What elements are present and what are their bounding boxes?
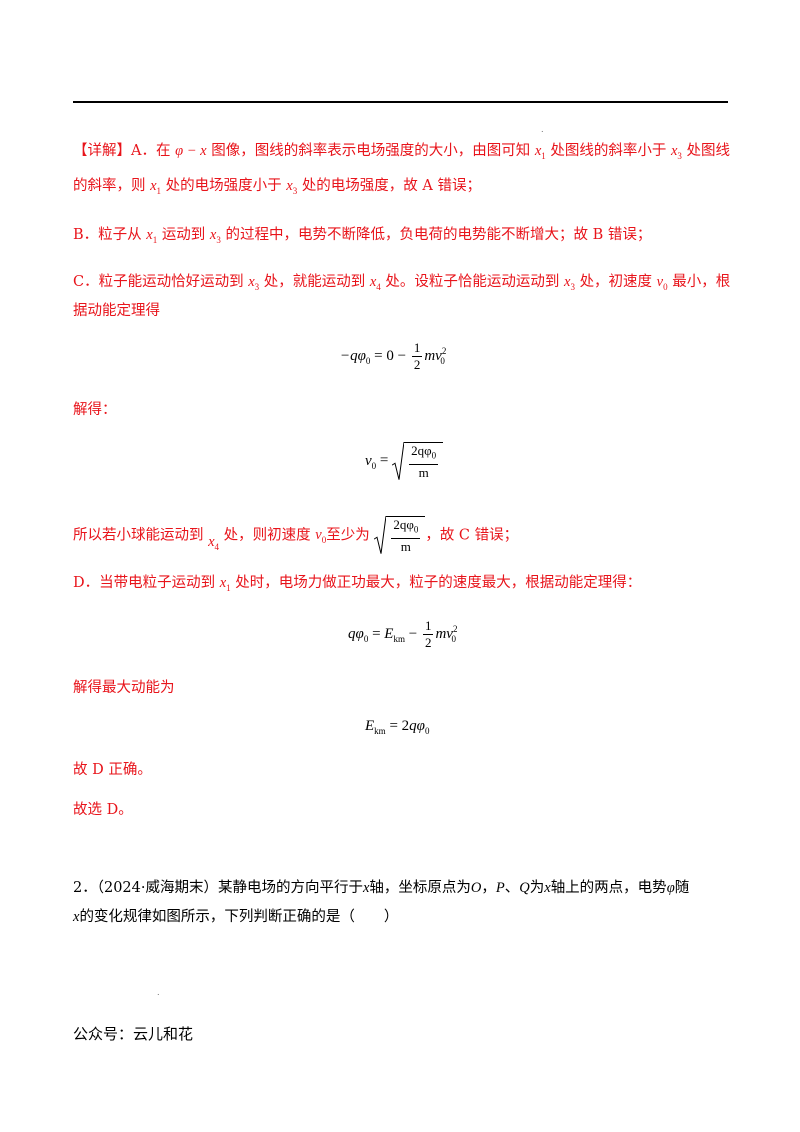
q-symbol: Q	[519, 880, 530, 896]
equation-ekm: Ekm = 2qφ0	[365, 718, 430, 736]
header-rule	[73, 101, 728, 103]
text: 处，则初速度	[223, 527, 311, 544]
x-symbol: x	[362, 880, 370, 896]
text: 轴，坐标原点为	[369, 880, 471, 896]
text: 、	[504, 880, 520, 896]
x-symbol: x	[544, 880, 551, 896]
x4-symbol: x4	[208, 534, 220, 553]
d-correct: 故 D 正确。	[73, 762, 152, 778]
answer-line-b: B．粒子从 x1 运动到 x3 的过程中，电势不断降低，负电荷的电势能不断增大；…	[73, 225, 651, 250]
text: 处。设粒子恰能运动运动到	[385, 274, 560, 290]
text: 图像，图线的斜率表示电场强度的大小，由图可知	[211, 143, 531, 159]
text: 处，就能运动到	[263, 274, 366, 290]
text: 随	[674, 880, 690, 896]
x1-symbol: x1	[219, 575, 231, 593]
text: 为	[529, 880, 545, 896]
text: D．当带电粒子运动到	[73, 575, 216, 591]
detail-label: 【详解】	[73, 143, 131, 159]
x3-symbol: x3	[286, 178, 298, 196]
text: 的斜率，则	[73, 178, 146, 194]
text: 运动到	[161, 227, 206, 243]
text: 处图线的斜率小于	[550, 143, 667, 159]
answer-line-c2: 据动能定理得	[73, 303, 160, 319]
text: 处的电场强度，故 A 错误；	[301, 178, 482, 194]
text: 最小，根	[672, 274, 731, 290]
x3-symbol: x3	[564, 274, 575, 292]
footer-text: 公众号：云儿和花	[73, 1025, 194, 1043]
x1-symbol: x1	[534, 143, 546, 161]
text: ，	[481, 880, 496, 896]
x1-symbol: x1	[146, 227, 158, 245]
x-symbol: x	[73, 909, 80, 925]
text: 处的电场强度小于	[165, 178, 282, 194]
x4-symbol: x4	[369, 274, 381, 292]
x3-symbol: x3	[248, 274, 260, 292]
p-symbol: P	[495, 880, 505, 896]
text: 的过程中，电势不断降低，负电荷的电势能不断增大；故 B 错误；	[225, 227, 652, 243]
v0-symbol: v0	[315, 527, 327, 546]
text: A．在	[131, 143, 171, 159]
x3-symbol: x3	[670, 143, 682, 161]
text: ，故 C 错误；	[425, 527, 519, 544]
question-2-line1: 2．（2024·威海期末）某静电场的方向平行于x轴，坐标原点为O，P、Q为x轴上…	[73, 878, 689, 898]
max-ke-label: 解得最大动能为	[73, 680, 175, 696]
answer-line-a1: 【详解】A．在 φ − x 图像，图线的斜率表示电场强度的大小，由图可知 x1 …	[73, 141, 730, 166]
o-symbol: O	[470, 880, 482, 896]
text: C．粒子能运动恰好运动到	[73, 274, 244, 290]
text: 轴上的两点，电势	[550, 880, 667, 896]
text: 至少为	[326, 527, 370, 544]
stray-dot: .	[541, 125, 544, 134]
text: 处时，电场力做正功最大，粒子的速度最大，根据动能定理得：	[235, 575, 642, 591]
text: 的变化规律如图所示，下列判断正确的是（ ）	[79, 909, 399, 925]
v0-symbol: v0	[656, 274, 668, 292]
text: 处图线	[686, 143, 731, 159]
phi-x-expr: φ − x	[175, 143, 207, 159]
text: 所以若小球能运动到	[73, 527, 204, 544]
text: 处，初速度	[579, 274, 653, 290]
answer-line-a2: 的斜率，则 x1 处的电场强度小于 x3 处的电场强度，故 A 错误；	[73, 176, 481, 201]
x1-symbol: x1	[150, 178, 162, 196]
question-2-line2: x的变化规律如图所示，下列判断正确的是（ ）	[73, 907, 398, 927]
answer-line-c1: C．粒子能运动恰好运动到 x3 处，就能运动到 x4 处。设粒子恰能运动运动到 …	[73, 272, 730, 297]
x3-symbol: x3	[209, 227, 221, 245]
solve-label: 解得：	[73, 402, 117, 418]
answer-line-d: D．当带电粒子运动到 x1 处时，电场力做正功最大，粒子的速度最大，根据动能定理…	[73, 573, 641, 598]
choose-answer: 故选 D。	[73, 802, 133, 818]
stray-dot: .	[157, 988, 160, 997]
text: B．粒子从	[73, 227, 142, 243]
text: 2．（2024·威海期末）某静电场的方向平行于	[73, 880, 363, 896]
phi-symbol: φ	[666, 880, 675, 896]
